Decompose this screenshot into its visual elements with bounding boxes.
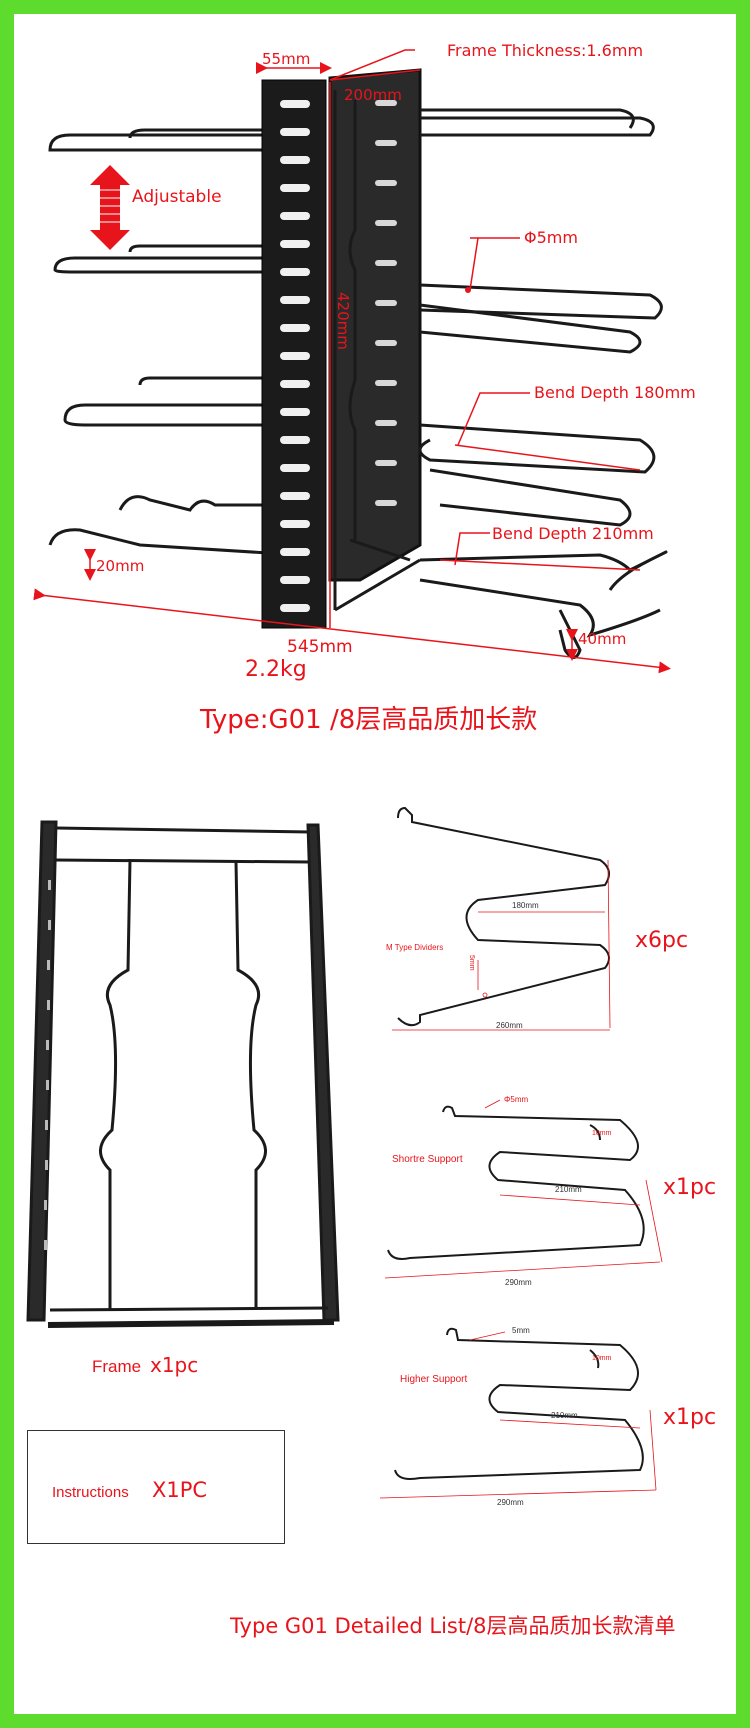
higher-support-dim-length: 290mm	[497, 1498, 524, 1507]
dim-length: 545mm	[287, 637, 353, 657]
dim-height: 420mm	[334, 292, 352, 350]
footer-title: Type G01 Detailed List/8层高品质加长款清单	[229, 1614, 676, 1638]
higher-support-name: Higher Support	[400, 1374, 467, 1385]
higher-support-dim-rod: 5mm	[512, 1326, 530, 1335]
instructions-qty: X1PC	[152, 1478, 207, 1502]
m-divider-name: M Type Dividers	[386, 943, 443, 952]
weight-label: 2.2kg	[245, 657, 307, 682]
higher-support-dims	[379, 1331, 657, 1499]
instructions-box	[27, 1430, 285, 1544]
dim-plate-width: 55mm	[262, 50, 310, 68]
frame-qty: x1pc	[150, 1353, 198, 1377]
shorter-support-dim-top: 10mm	[592, 1130, 612, 1137]
dimension-lines	[33, 49, 671, 674]
shorter-support-dim-rod: Φ5mm	[504, 1095, 528, 1104]
dim-hook-right: 40mm	[578, 630, 626, 648]
higher-support-dim-top: 10mm	[592, 1355, 612, 1362]
m-divider-dim-length: 260mm	[496, 1021, 523, 1030]
type-title: Type:G01 /8层高品质加长款	[199, 705, 537, 735]
m-divider-dims	[392, 859, 611, 1031]
rack-illustration	[48, 68, 668, 659]
rod-diameter-label: Φ5mm	[524, 228, 578, 247]
shorter-support-illustration	[387, 1105, 645, 1260]
dim-depth-top: 200mm	[344, 86, 402, 104]
shorter-support-qty: x1pc	[663, 1175, 716, 1200]
shorter-support-name: Shortre Support	[392, 1154, 463, 1165]
adjustable-arrow-icon	[90, 165, 130, 250]
shorter-support-dim-bend: 210mm	[555, 1185, 582, 1194]
shorter-support-dims	[384, 1099, 663, 1279]
higher-support-dim-bend: 210mm	[551, 1411, 578, 1420]
m-divider-dim-rod: 5mm	[468, 955, 475, 971]
frame-part-illustration	[26, 820, 340, 1328]
frame-label: Frame	[92, 1357, 141, 1376]
bend-depth-long-label: Bend Depth 210mm	[492, 524, 654, 543]
shorter-support-dim-length: 290mm	[505, 1278, 532, 1287]
bend-depth-short-label: Bend Depth 180mm	[534, 383, 696, 402]
frame-thickness-label: Frame Thickness:1.6mm	[447, 41, 643, 60]
m-divider-qty: x6pc	[635, 928, 688, 953]
m-divider-dim-bend: 180mm	[512, 901, 539, 910]
dim-hook-left: 20mm	[96, 557, 144, 575]
higher-support-illustration	[394, 1327, 644, 1480]
adjustable-label: Adjustable	[132, 187, 222, 207]
instructions-label: Instructions	[52, 1484, 129, 1501]
higher-support-qty: x1pc	[663, 1405, 716, 1430]
m-divider-illustration	[397, 806, 610, 1027]
